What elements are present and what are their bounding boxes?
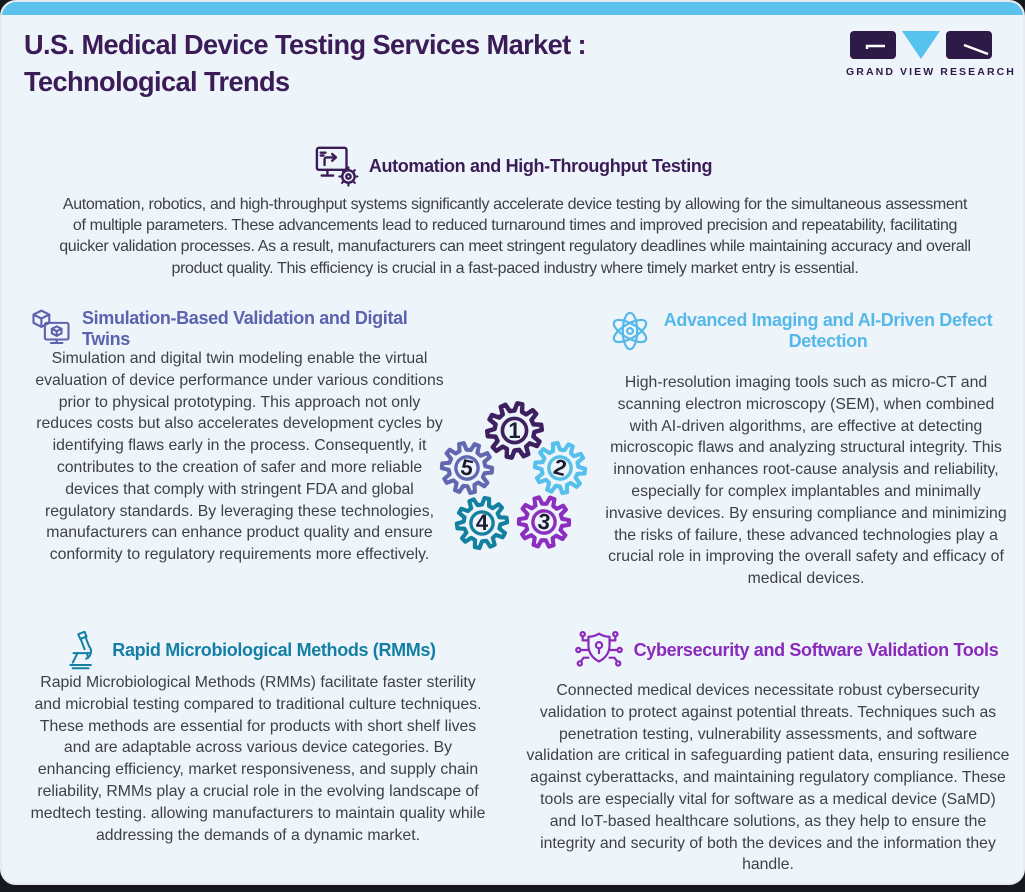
logo-marks	[846, 30, 996, 60]
section-automation-header: Automation and High-Throughput Testing	[2, 145, 1023, 187]
section-imaging-body: High-resolution imaging tools such as mi…	[605, 374, 1007, 588]
section-rmm-title: Rapid Microbiological Methods (RMMs)	[112, 639, 436, 660]
section-simulation-header: Simulation-Based Validation and Digital …	[30, 308, 450, 350]
gear-4: 4	[453, 494, 511, 552]
logo-g-icon	[850, 31, 896, 59]
grand-view-research-logo: GRAND VIEW RESEARCH	[846, 30, 1016, 78]
section-automation-title: Automation and High-Throughput Testing	[368, 155, 713, 176]
logo-r-icon	[946, 31, 992, 59]
section-imaging-title: Advanced Imaging and AI-Driven Defect De…	[663, 310, 993, 351]
atom-icon	[612, 311, 648, 351]
section-automation-body: Automation, robotics, and high-throughpu…	[59, 196, 971, 277]
section-rmm-header: Rapid Microbiological Methods (RMMs)	[30, 628, 470, 672]
gear-1-number: 1	[508, 417, 521, 443]
gear-1: 1	[483, 399, 546, 462]
section-simulation-title: Simulation-Based Validation and Digital …	[82, 308, 408, 349]
page-title-line2: Technological Trends	[24, 66, 290, 97]
section-cybersecurity-body: Connected medical devices necessitate ro…	[526, 682, 1010, 874]
section-cybersecurity-header: Cybersecurity and Software Validation To…	[562, 626, 1010, 674]
gear-3: 3	[511, 489, 577, 555]
section-cybersecurity-title: Cybersecurity and Software Validation To…	[633, 639, 999, 660]
monitor-gear-icon	[315, 146, 359, 187]
page-title-line1: U.S. Medical Device Testing Services Mar…	[24, 29, 587, 60]
section-imaging-header: Advanced Imaging and AI-Driven Defect De…	[590, 308, 1010, 354]
shield-lock-icon	[574, 630, 623, 667]
microscope-icon	[69, 630, 93, 670]
section-simulation-body: Simulation and digital twin modeling ena…	[35, 350, 444, 564]
gear-2: 2	[525, 433, 595, 503]
logo-v-icon	[902, 31, 940, 59]
page-title: U.S. Medical Device Testing Services Mar…	[24, 26, 742, 100]
logo-text: GRAND VIEW RESEARCH	[846, 66, 1016, 78]
gear-5: 5	[433, 434, 502, 503]
gear-3-number: 3	[536, 508, 552, 535]
gear-5-number: 5	[458, 454, 476, 482]
top-accent-bar	[2, 2, 1023, 15]
section-rmm-body: Rapid Microbiological Methods (RMMs) fac…	[30, 674, 486, 844]
gear-4-number: 4	[475, 510, 489, 535]
cube-monitor-icon	[32, 309, 70, 345]
